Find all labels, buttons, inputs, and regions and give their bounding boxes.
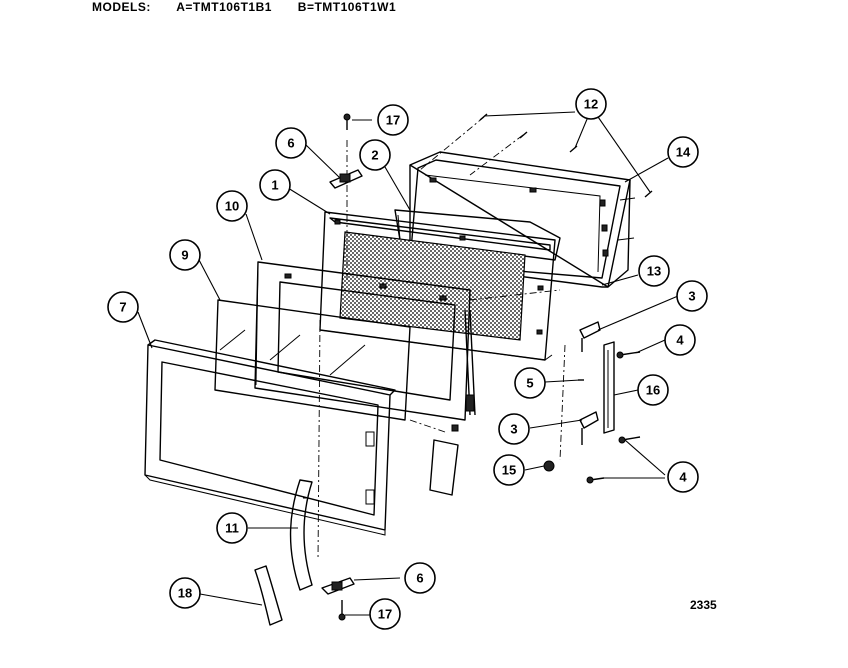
callout-11: 11: [216, 512, 248, 544]
callout-4-top: 4: [664, 324, 696, 356]
callout-16: 16: [637, 374, 669, 406]
callout-18: 18: [169, 577, 201, 609]
callout-label: 17: [378, 607, 392, 622]
callout-13: 13: [638, 255, 670, 287]
callout-label: 4: [679, 470, 687, 485]
callout-label: 15: [502, 463, 516, 478]
leader-lines: [137, 111, 679, 616]
callout-6-top: 6: [275, 127, 307, 159]
callout-label: 3: [688, 289, 695, 304]
part-2-shield: [394, 209, 561, 261]
callout-label: 2: [371, 148, 378, 163]
callout-label: 6: [287, 136, 294, 151]
callout-label: 3: [510, 422, 517, 437]
callout-9: 9: [169, 239, 201, 271]
callout-label: 1: [271, 178, 278, 193]
callout-label: 6: [416, 571, 423, 586]
part-6-bottom-hinge: [321, 577, 355, 621]
callout-label: 7: [119, 300, 126, 315]
figure-number: 2335: [690, 598, 717, 612]
callout-label: 14: [676, 145, 691, 160]
model-b: B=TMT106T1W1: [297, 0, 397, 14]
part-latch-assembly: [543, 321, 641, 484]
part-11-handle: [289, 479, 313, 591]
callout-14: 14: [667, 136, 699, 168]
callout-3-top: 3: [676, 280, 708, 312]
part-6-top-hinge: [329, 113, 363, 189]
part-18-handle-trim: [254, 565, 283, 626]
callout-label: 17: [386, 113, 400, 128]
callout-15: 15: [493, 454, 525, 486]
callout-2: 2: [359, 139, 391, 171]
part-5-latch-rod: [464, 289, 561, 416]
part-10-inner-frame: [254, 261, 471, 421]
callout-label: 9: [181, 248, 188, 263]
callout-10: 10: [216, 190, 248, 222]
callout-7: 7: [107, 291, 139, 323]
callout-4-bottom: 4: [667, 461, 699, 493]
callout-label: 11: [225, 521, 239, 536]
callout-3-bottom: 3: [498, 413, 530, 445]
part-12-screws: [419, 113, 653, 198]
callout-17-top: 17: [377, 104, 409, 136]
callout-label: 10: [225, 199, 239, 214]
callout-17-bottom: 17: [369, 598, 401, 630]
callout-label: 16: [646, 383, 660, 398]
part-7-outer-door-frame: [144, 339, 396, 536]
callout-1: 1: [259, 169, 291, 201]
part-1-inner-door: [319, 211, 556, 361]
part-gasket: [429, 424, 459, 496]
callout-5: 5: [514, 367, 546, 399]
callout-label: 12: [584, 97, 598, 112]
part-9-glass: [214, 299, 411, 421]
callout-12: 12: [575, 88, 607, 120]
part-14-door-frame: [409, 151, 636, 288]
models-header: MODELS: A=TMT106T1B1 B=TMT106T1W1: [92, 0, 418, 14]
callout-label: 18: [178, 586, 192, 601]
models-label: MODELS:: [92, 0, 151, 14]
callout-label: 13: [647, 264, 661, 279]
callout-label: 5: [526, 376, 533, 391]
callout-6-bottom: 6: [404, 562, 436, 594]
callout-label: 4: [676, 333, 684, 348]
model-a: A=TMT106T1B1: [176, 0, 272, 14]
